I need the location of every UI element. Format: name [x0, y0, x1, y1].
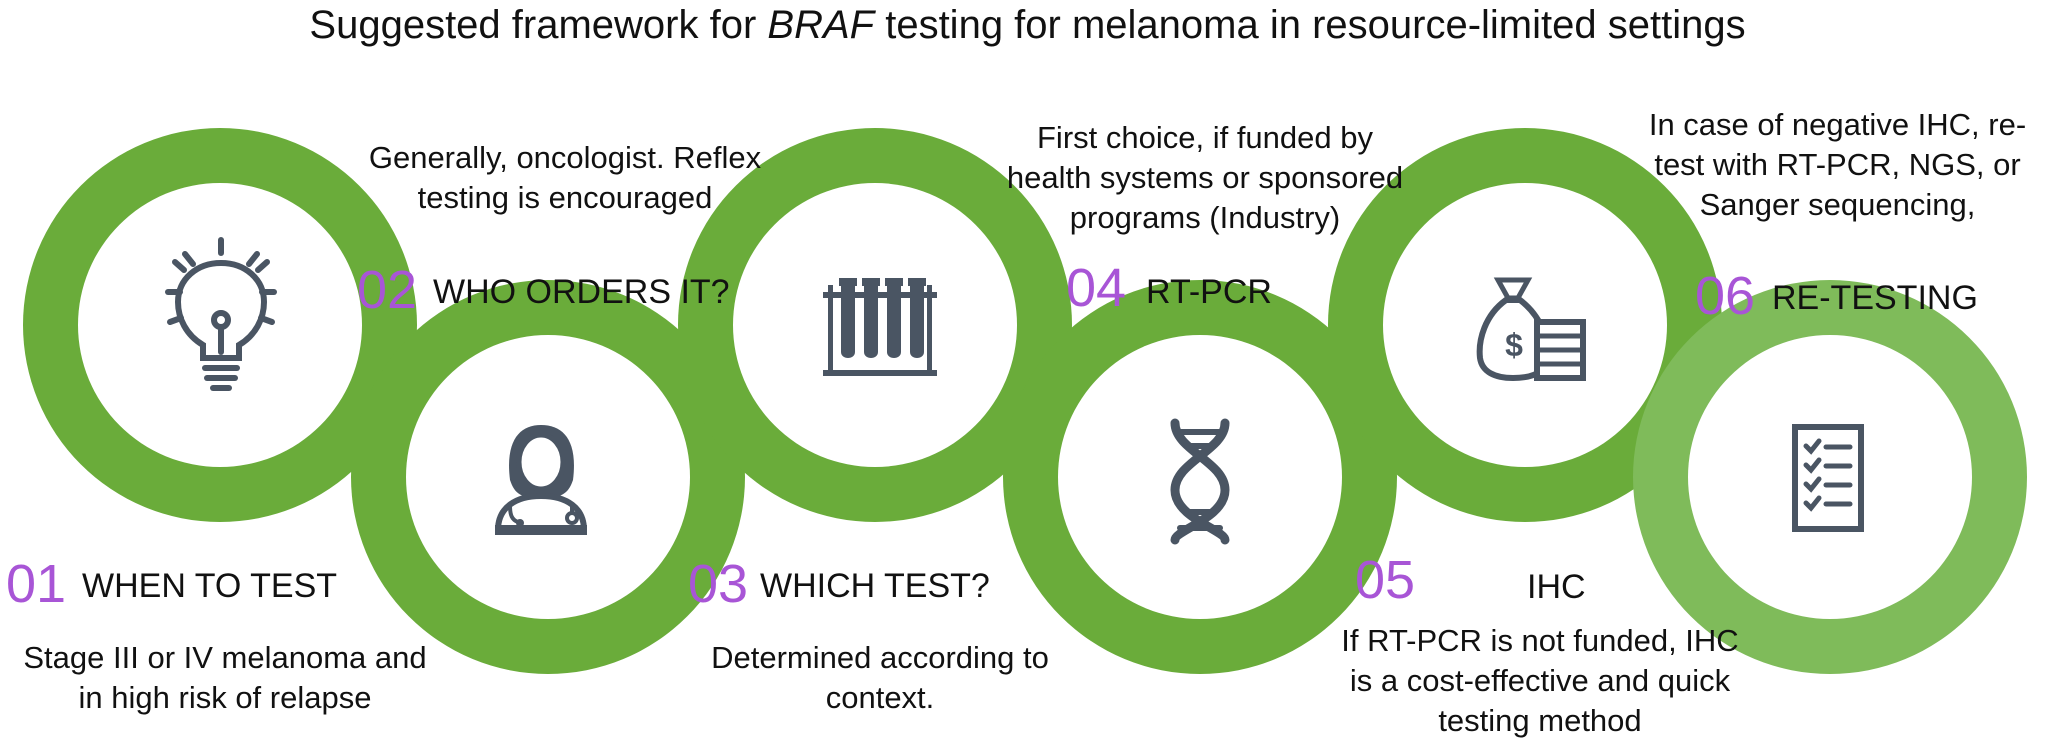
step-number-03: 03: [688, 554, 749, 614]
svg-text:$: $: [1505, 327, 1523, 363]
step-number-02: 02: [357, 260, 418, 320]
step-description-line: testing is encouraged: [417, 180, 713, 215]
step-description-06: In case of negative IHC, re- test with R…: [1620, 105, 2055, 225]
step-ring-04: [1003, 280, 1397, 674]
title-prefix: Suggested framework for: [309, 3, 768, 47]
step-description-05: If RT-PCR is not funded, IHC is a cost-e…: [1300, 621, 1780, 741]
lightbulb-icon: [165, 237, 277, 391]
step-description-line: health systems or sponsored: [1006, 160, 1404, 195]
step-description-line: testing method: [1438, 703, 1642, 738]
step-description-line: programs (Industry): [1069, 200, 1341, 235]
step-description-line: Sanger sequencing,: [1699, 187, 1976, 222]
step-number-01: 01: [6, 554, 67, 614]
step-label-03: WHICH TEST?: [760, 567, 990, 605]
step-description-line: Stage III or IV melanoma and: [23, 640, 427, 675]
step-description-01: Stage III or IV melanoma and in high ris…: [0, 638, 450, 718]
money-bag-icon: $: [1476, 277, 1586, 382]
dna-icon: [1170, 418, 1230, 545]
step-number-04: 04: [1066, 258, 1127, 318]
test-tubes-icon: [823, 278, 937, 376]
step-ring-05: [1328, 128, 1722, 522]
checklist-icon: [1792, 424, 1864, 532]
step-label-06: RE-TESTING: [1772, 279, 1978, 317]
step-description-line: Generally, oncologist. Reflex: [368, 140, 762, 175]
step-number-05: 05: [1355, 550, 1416, 610]
step-description-line: Determined according to: [711, 640, 1049, 675]
step-ring-06: [1633, 280, 2027, 674]
step-description-line: In case of negative IHC, re-: [1648, 107, 2027, 142]
step-description-line: context.: [825, 680, 935, 715]
step-description-line: test with RT-PCR, NGS, or: [1654, 147, 2021, 182]
step-description-line: If RT-PCR is not funded, IHC: [1341, 623, 1739, 658]
step-description-line: First choice, if funded by: [1037, 120, 1373, 155]
step-label-01: WHEN TO TEST: [82, 567, 338, 605]
doctor-icon: [495, 425, 587, 535]
page-title: Suggested framework for BRAF testing for…: [0, 0, 2055, 50]
title-suffix: testing for melanoma in resource-limited…: [874, 3, 1746, 47]
step-description-line: in high risk of relapse: [78, 680, 372, 715]
step-label-02: WHO ORDERS IT?: [433, 273, 730, 311]
step-label-04: RT-PCR: [1146, 273, 1272, 311]
step-description-02: Generally, oncologist. Reflex testing is…: [330, 138, 800, 218]
step-description-line: is a cost-effective and quick: [1349, 663, 1731, 698]
step-number-06: 06: [1695, 266, 1756, 326]
step-description-03: Determined according to context.: [660, 638, 1100, 718]
step-label-05: IHC: [1527, 568, 1586, 606]
title-emphasis: BRAF: [767, 3, 875, 47]
step-description-04: First choice, if funded by health system…: [970, 118, 1440, 238]
